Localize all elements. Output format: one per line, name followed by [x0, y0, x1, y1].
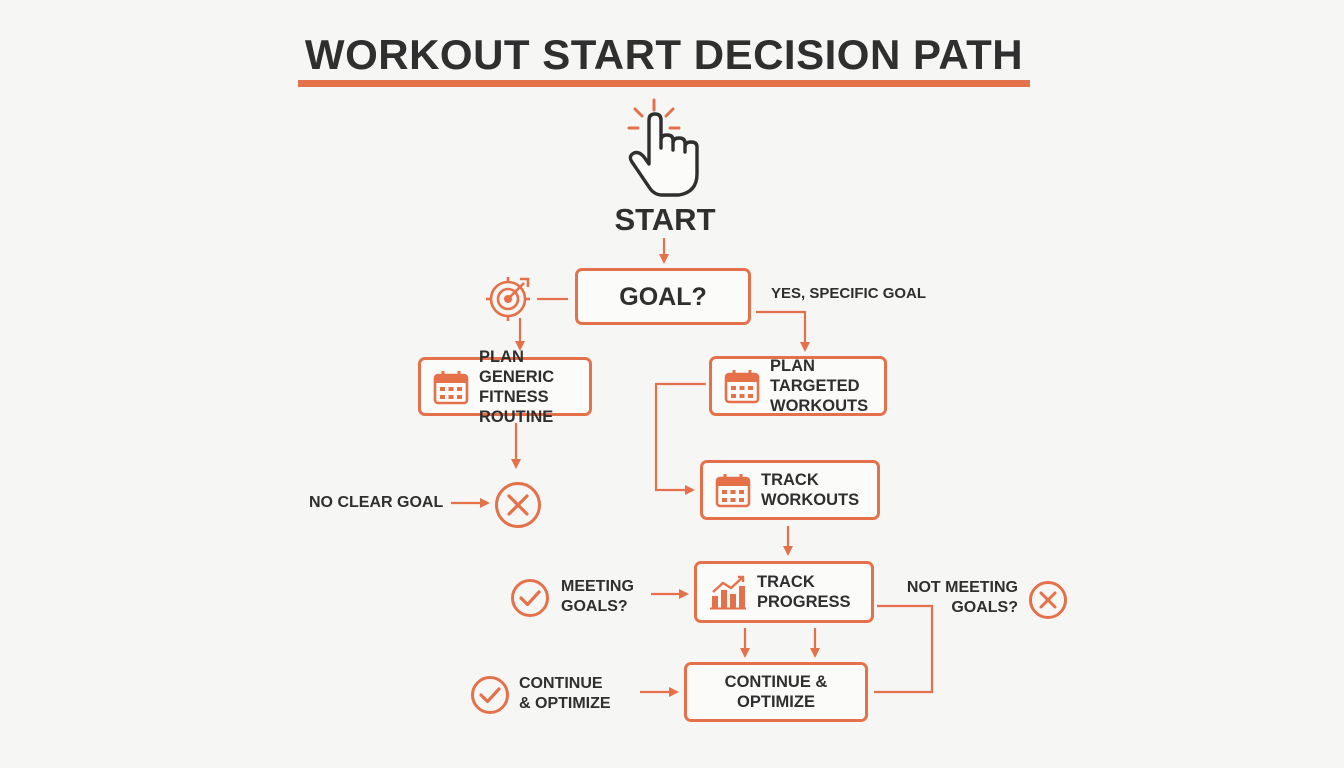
title-underline	[298, 80, 1030, 87]
continue-optimize-label: CONTINUE & OPTIMIZE	[724, 673, 828, 711]
x-circle-icon	[1029, 581, 1067, 619]
no-clear-goal-label: NO CLEAR GOAL	[309, 494, 444, 511]
calendar-icon	[724, 370, 760, 404]
plan-generic-label: PLAN GENERIC FITNESS ROUTINE	[479, 347, 555, 426]
arrow-targeted-to-track-workouts	[654, 382, 706, 495]
start-label: START	[614, 202, 716, 237]
page-title: WORKOUT START DECISION PATH	[304, 31, 1024, 78]
meeting-goals-label: MEETING GOALS?	[561, 578, 634, 615]
calendar-icon	[433, 370, 469, 404]
arrow-yes-to-plan-targeted	[756, 310, 810, 352]
pointer-hand-icon	[627, 98, 699, 197]
goal-label: GOAL?	[619, 282, 707, 311]
yes-specific-goal-label: YES, SPECIFIC GOAL	[771, 285, 927, 302]
continue-optimize-side-label: CONTINUE & OPTIMIZE	[519, 675, 611, 712]
bar-chart-icon	[710, 575, 746, 610]
track-progress-box: TRACK PROGRESS	[694, 561, 874, 623]
calendar-icon	[715, 474, 751, 508]
target-icon	[486, 277, 530, 321]
track-workouts-label: TRACK WORKOUTS	[761, 471, 860, 509]
plan-targeted-box: PLAN TARGETED WORKOUTS	[709, 356, 887, 416]
check-circle-icon	[471, 676, 509, 714]
x-circle-icon	[495, 482, 541, 528]
track-progress-label: TRACK PROGRESS	[757, 573, 851, 611]
not-meeting-goals-label: NOT MEETING GOALS?	[906, 579, 1018, 616]
plan-generic-box: PLAN GENERIC FITNESS ROUTINE	[418, 348, 592, 426]
continue-optimize-box: CONTINUE & OPTIMIZE	[684, 662, 868, 722]
check-circle-icon	[511, 579, 549, 617]
goal-decision-box: GOAL?	[575, 268, 751, 325]
line-not-meeting-loop	[874, 604, 934, 694]
plan-targeted-label: PLAN TARGETED WORKOUTS	[770, 357, 869, 415]
track-workouts-box: TRACK WORKOUTS	[700, 460, 880, 520]
